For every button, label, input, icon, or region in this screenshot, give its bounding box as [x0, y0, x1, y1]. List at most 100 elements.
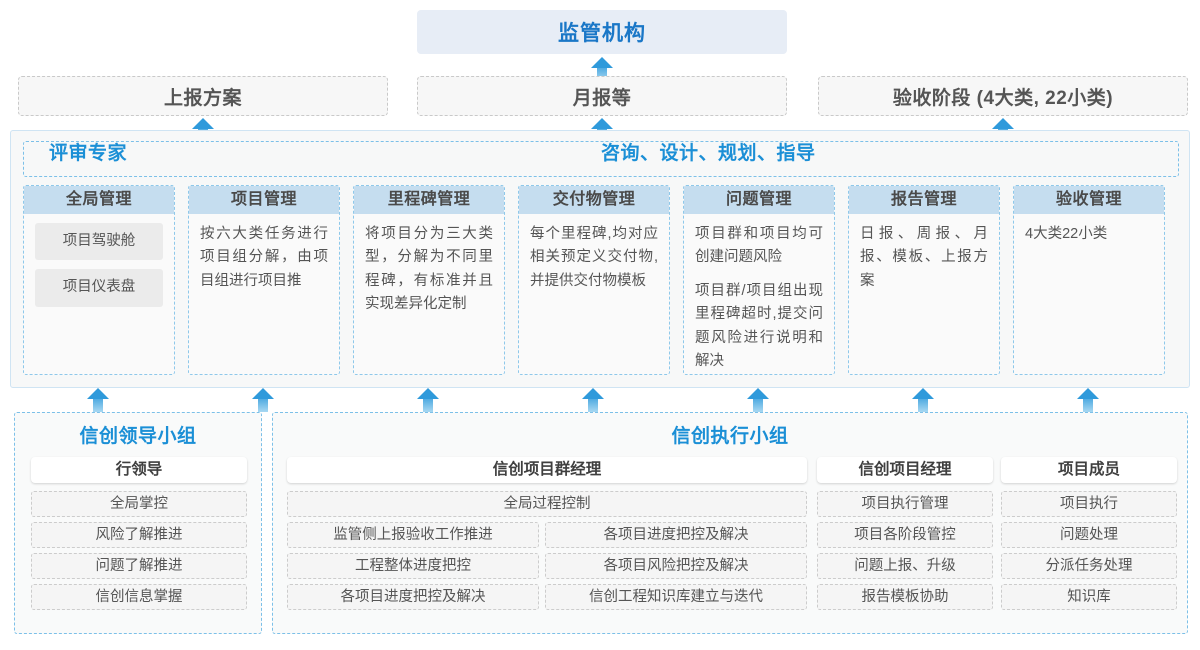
- arrow-shaft: [1083, 398, 1093, 412]
- task-member-4[interactable]: 知识库: [1001, 584, 1177, 610]
- arrow-head: [912, 388, 934, 399]
- report-label-acceptance: 验收阶段 (4大类, 22小类): [892, 87, 1114, 109]
- task-lead-3[interactable]: 问题了解推进: [31, 553, 247, 579]
- card-body: 每个里程碑,均对应相关预定义交付物,并提供交付物模板: [519, 214, 669, 293]
- task-pgm-global-process[interactable]: 全局过程控制: [287, 491, 807, 517]
- task-lead-4[interactable]: 信创信息掌握: [31, 584, 247, 610]
- role-head-label: 信创项目群经理: [492, 461, 602, 478]
- arrow-head: [591, 57, 613, 68]
- role-head-project-member[interactable]: 项目成员: [1001, 457, 1177, 483]
- role-head-bank-leader[interactable]: 行领导: [31, 457, 247, 483]
- arrow-head: [747, 388, 769, 399]
- arrow-head: [582, 388, 604, 399]
- task-label: 全局掌控: [110, 496, 168, 512]
- report-box-plan: 上报方案: [18, 76, 388, 116]
- task-label: 项目各阶段管控: [854, 527, 956, 543]
- task-member-2[interactable]: 问题处理: [1001, 522, 1177, 548]
- arrow-head: [87, 388, 109, 399]
- card-paragraph: 将项目分为三大类型，分解为不同里程碑，有标准并且实现差异化定制: [365, 226, 493, 313]
- arrow-up-card-5: [747, 388, 769, 412]
- task-lead-1[interactable]: 全局掌控: [31, 491, 247, 517]
- role-head-label: 行领导: [115, 461, 163, 478]
- chip-cockpit[interactable]: 项目驾驶舱: [35, 223, 163, 261]
- arrow-head: [1077, 388, 1099, 399]
- task-member-3[interactable]: 分派任务处理: [1001, 553, 1177, 579]
- arrow-up-card-3: [417, 388, 439, 412]
- arrow-up-card-4: [582, 388, 604, 412]
- card-paragraph: 项目群和项目均可创建问题风险: [695, 226, 823, 266]
- task-label: 风险了解推进: [95, 527, 183, 543]
- card-paragraph: 每个里程碑,均对应相关预定义交付物,并提供交付物模板: [530, 226, 658, 289]
- card-body: 按六大类任务进行项目组分解，由项目组进行项目推: [189, 214, 339, 293]
- arrow-shaft: [93, 398, 103, 412]
- task-label: 报告模板协助: [861, 589, 949, 605]
- role-head-label: 信创项目经理: [858, 461, 952, 478]
- leading-group-panel: 信创领导小组 行领导 全局掌控 风险了解推进 问题了解推进 信创信息掌握: [14, 412, 262, 634]
- task-member-1[interactable]: 项目执行: [1001, 491, 1177, 517]
- arrow-shaft: [753, 398, 763, 412]
- card-title: 交付物管理: [519, 186, 669, 214]
- card-title: 全局管理: [24, 186, 174, 214]
- arrow-shaft: [588, 398, 598, 412]
- arrow-up-card-6: [912, 388, 934, 412]
- arrow-report-to-authority: [591, 57, 613, 81]
- task-label: 问题处理: [1060, 527, 1118, 543]
- capability-card-milestone[interactable]: 里程碑管理 将项目分为三大类型，分解为不同里程碑，有标准并且实现差异化定制: [353, 185, 505, 375]
- arrow-up-card-1: [87, 388, 109, 412]
- task-pgm-left-3[interactable]: 各项目进度把控及解决: [287, 584, 539, 610]
- report-box-monthly: 月报等: [417, 76, 787, 116]
- authority-box: 监管机构: [417, 10, 787, 54]
- role-head-program-manager[interactable]: 信创项目群经理: [287, 457, 807, 483]
- role-label-consulting: 咨询、设计、规划、指导: [601, 143, 816, 164]
- task-label: 各项目进度把控及解决: [340, 589, 486, 605]
- task-label: 全局过程控制: [503, 496, 591, 512]
- task-lead-2[interactable]: 风险了解推进: [31, 522, 247, 548]
- arrow-shaft: [918, 398, 928, 412]
- role-label-expert: 评审专家: [49, 143, 128, 164]
- task-pm-3[interactable]: 问题上报、升级: [817, 553, 993, 579]
- report-label-monthly: 月报等: [572, 87, 632, 109]
- task-label: 信创信息掌握: [95, 589, 183, 605]
- card-paragraph: 按六大类任务进行项目组分解，由项目组进行项目推: [200, 226, 328, 289]
- task-pgm-right-3[interactable]: 信创工程知识库建立与迭代: [545, 584, 807, 610]
- capability-card-global[interactable]: 全局管理 项目驾驶舱 项目仪表盘: [23, 185, 175, 375]
- capability-card-issue[interactable]: 问题管理 项目群和项目均可创建问题风险 项目群/项目组出现里程碑超时,提交问题风…: [683, 185, 835, 375]
- task-label: 信创工程知识库建立与迭代: [589, 589, 763, 605]
- capability-card-report[interactable]: 报告管理 日报、周报、月报、模板、上报方案: [848, 185, 1000, 375]
- task-label: 各项目风险把控及解决: [603, 558, 749, 574]
- arrow-up-card-7: [1077, 388, 1099, 412]
- capability-card-deliverable[interactable]: 交付物管理 每个里程碑,均对应相关预定义交付物,并提供交付物模板: [518, 185, 670, 375]
- capability-card-acceptance[interactable]: 验收管理 4大类22小类: [1013, 185, 1165, 375]
- task-label: 项目执行管理: [861, 496, 949, 512]
- task-pgm-left-2[interactable]: 工程整体进度把控: [287, 553, 539, 579]
- report-box-acceptance: 验收阶段 (4大类, 22小类): [818, 76, 1188, 116]
- card-title: 项目管理: [189, 186, 339, 214]
- exec-group-title: 信创执行小组: [671, 426, 789, 447]
- card-title: 问题管理: [684, 186, 834, 214]
- capability-card-project[interactable]: 项目管理 按六大类任务进行项目组分解，由项目组进行项目推: [188, 185, 340, 375]
- arrow-shaft: [597, 67, 607, 81]
- card-paragraph: 日报、周报、月报、模板、上报方案: [860, 226, 988, 289]
- card-paragraph: 项目群/项目组出现里程碑超时,提交问题风险进行说明和解决: [695, 282, 823, 370]
- card-body: 项目群和项目均可创建问题风险 项目群/项目组出现里程碑超时,提交问题风险进行说明…: [684, 214, 834, 374]
- task-pgm-right-1[interactable]: 各项目进度把控及解决: [545, 522, 807, 548]
- task-label: 问题上报、升级: [854, 558, 956, 574]
- task-pgm-left-1[interactable]: 监管侧上报验收工作推进: [287, 522, 539, 548]
- role-head-label: 项目成员: [1057, 461, 1120, 478]
- task-pgm-right-2[interactable]: 各项目风险把控及解决: [545, 553, 807, 579]
- arrow-shaft: [258, 398, 268, 412]
- role-head-project-manager[interactable]: 信创项目经理: [817, 457, 993, 483]
- task-pm-2[interactable]: 项目各阶段管控: [817, 522, 993, 548]
- authority-label: 监管机构: [558, 22, 646, 45]
- report-label-plan: 上报方案: [163, 87, 242, 109]
- card-title: 里程碑管理: [354, 186, 504, 214]
- card-title: 报告管理: [849, 186, 999, 214]
- task-pm-4[interactable]: 报告模板协助: [817, 584, 993, 610]
- card-paragraph: 4大类22小类: [1025, 226, 1108, 242]
- arrow-head: [417, 388, 439, 399]
- card-body: 将项目分为三大类型，分解为不同里程碑，有标准并且实现差异化定制: [354, 214, 504, 317]
- chip-dashboard[interactable]: 项目仪表盘: [35, 269, 163, 307]
- task-pm-1[interactable]: 项目执行管理: [817, 491, 993, 517]
- arrow-up-card-2: [252, 388, 274, 412]
